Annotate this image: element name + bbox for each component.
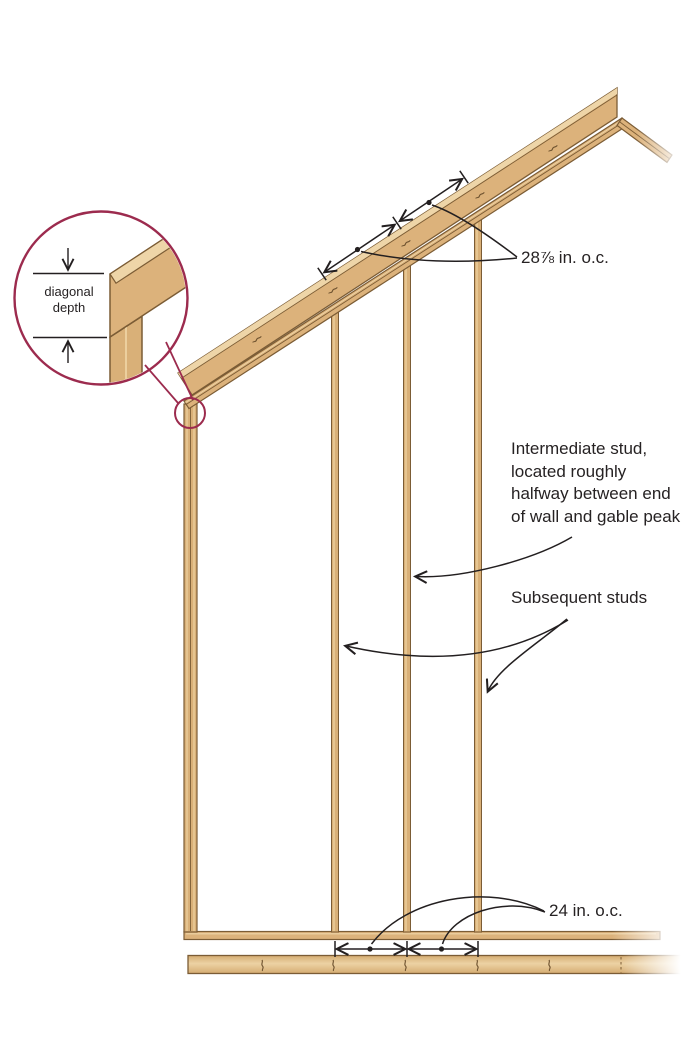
rake-board bbox=[177, 86, 618, 396]
magnifier-callout bbox=[13, 210, 206, 429]
subsequent-stud-right bbox=[474, 219, 482, 933]
bottom-dimension-leader-left bbox=[370, 896, 545, 945]
intermediate-stud-arrow bbox=[416, 536, 573, 577]
intermediate-stud-note: Intermediate stud, located roughly halfw… bbox=[511, 439, 681, 526]
band-board-fade bbox=[622, 950, 700, 978]
rake-spacing-label: 28⅞ in. o.c. bbox=[521, 248, 609, 267]
rake-board-grain-marks bbox=[252, 145, 558, 343]
end-stud bbox=[183, 403, 198, 933]
diagonal-depth-dimension bbox=[33, 248, 107, 363]
subsequent-studs-arrow-left bbox=[346, 619, 569, 658]
bottom-plate bbox=[183, 930, 661, 941]
band-board bbox=[187, 954, 687, 975]
bottom-plate-fade bbox=[612, 925, 700, 945]
magnifier-leader-line bbox=[144, 364, 179, 404]
bottom-spacing-label: 24 in. o.c. bbox=[549, 901, 623, 920]
band-board-grain-marks bbox=[261, 959, 551, 972]
magnifier-target-circle bbox=[174, 397, 206, 429]
rake-dimension-leader-lower bbox=[360, 250, 518, 263]
wall-framing bbox=[177, 84, 700, 978]
magnifier-leader-line bbox=[165, 341, 194, 401]
peak-fade bbox=[636, 84, 700, 184]
studs bbox=[331, 219, 482, 933]
bottom-dimension-leader-right bbox=[441, 905, 546, 945]
diagonal-depth-label: diagonal depth bbox=[44, 284, 94, 315]
intermediate-stud bbox=[403, 265, 411, 933]
rake-dimension-leader-upper bbox=[431, 204, 518, 258]
annotations bbox=[317, 170, 573, 957]
bottom-dimension-arrows bbox=[334, 896, 546, 957]
subsequent-studs-label: Subsequent studs bbox=[511, 588, 648, 607]
rake-dimension-arrows bbox=[317, 170, 518, 281]
subsequent-stud-left bbox=[331, 311, 339, 933]
subsequent-studs-arrow-right bbox=[488, 618, 568, 691]
